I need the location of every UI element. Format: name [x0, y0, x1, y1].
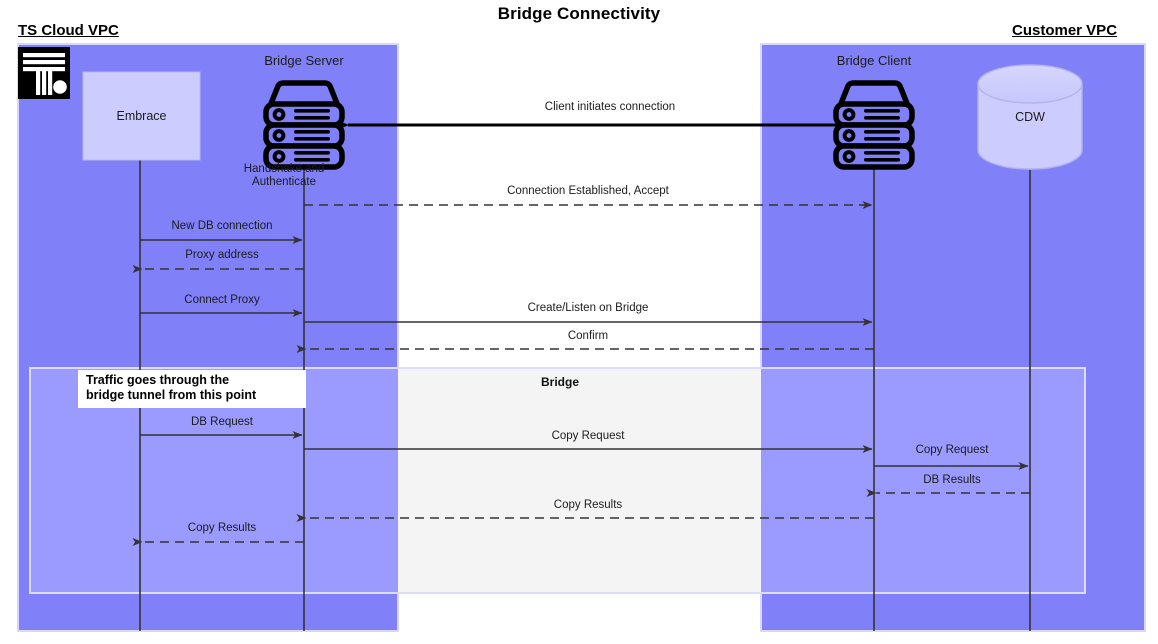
bridge-band-over-customer-vpc — [761, 368, 1085, 593]
node-bridge-server-icon — [263, 80, 345, 170]
msg-label-db-request: DB Request — [190, 416, 253, 428]
msg-label-connect-proxy: Connect Proxy — [184, 294, 260, 306]
bridge-region-outline — [29, 367, 1086, 594]
node-label-bridge-server: Bridge Server — [264, 53, 344, 68]
node-bridge-client-icon — [833, 80, 915, 170]
msg-label-client-initiates-connection: Client initiates connection — [544, 101, 676, 113]
node-embrace-shape — [82, 71, 201, 161]
msg-label-new-db-connection: New DB connection — [171, 220, 273, 232]
msg-label-copy-results-bridge: Copy Results — [553, 499, 623, 511]
msg-label-copy-request-client: Copy Request — [915, 444, 989, 456]
msg-label-create-listen-on-bridge: Create/Listen on Bridge — [527, 302, 649, 314]
note-bridge-tunnel: Traffic goes through the bridge tunnel f… — [78, 370, 306, 408]
node-label-cdw: CDW — [1015, 110, 1045, 124]
msg-label-db-results: DB Results — [923, 474, 981, 486]
zone-label-customer-vpc: Customer VPC — [1012, 22, 1118, 39]
msg-label-handshake-authenticate: Handshake and Authenticate — [243, 163, 325, 188]
ts-logo-icon — [18, 47, 70, 99]
msg-label-connection-established-accept: Connection Established, Accept — [507, 185, 669, 197]
bridge-region-label: Bridge — [540, 375, 579, 389]
msg-label-copy-results-embrace: Copy Results — [187, 522, 257, 534]
node-label-bridge-client: Bridge Client — [836, 53, 912, 68]
zone-label-ts-cloud-vpc: TS Cloud VPC — [18, 22, 119, 39]
page-title: Bridge Connectivity — [497, 4, 661, 23]
msg-label-copy-request-bridge: Copy Request — [551, 430, 625, 442]
node-label-embrace: Embrace — [116, 109, 167, 123]
msg-label-confirm: Confirm — [567, 330, 609, 342]
msg-label-proxy-address: Proxy address — [185, 249, 259, 261]
node-cdw-shape — [977, 64, 1083, 170]
